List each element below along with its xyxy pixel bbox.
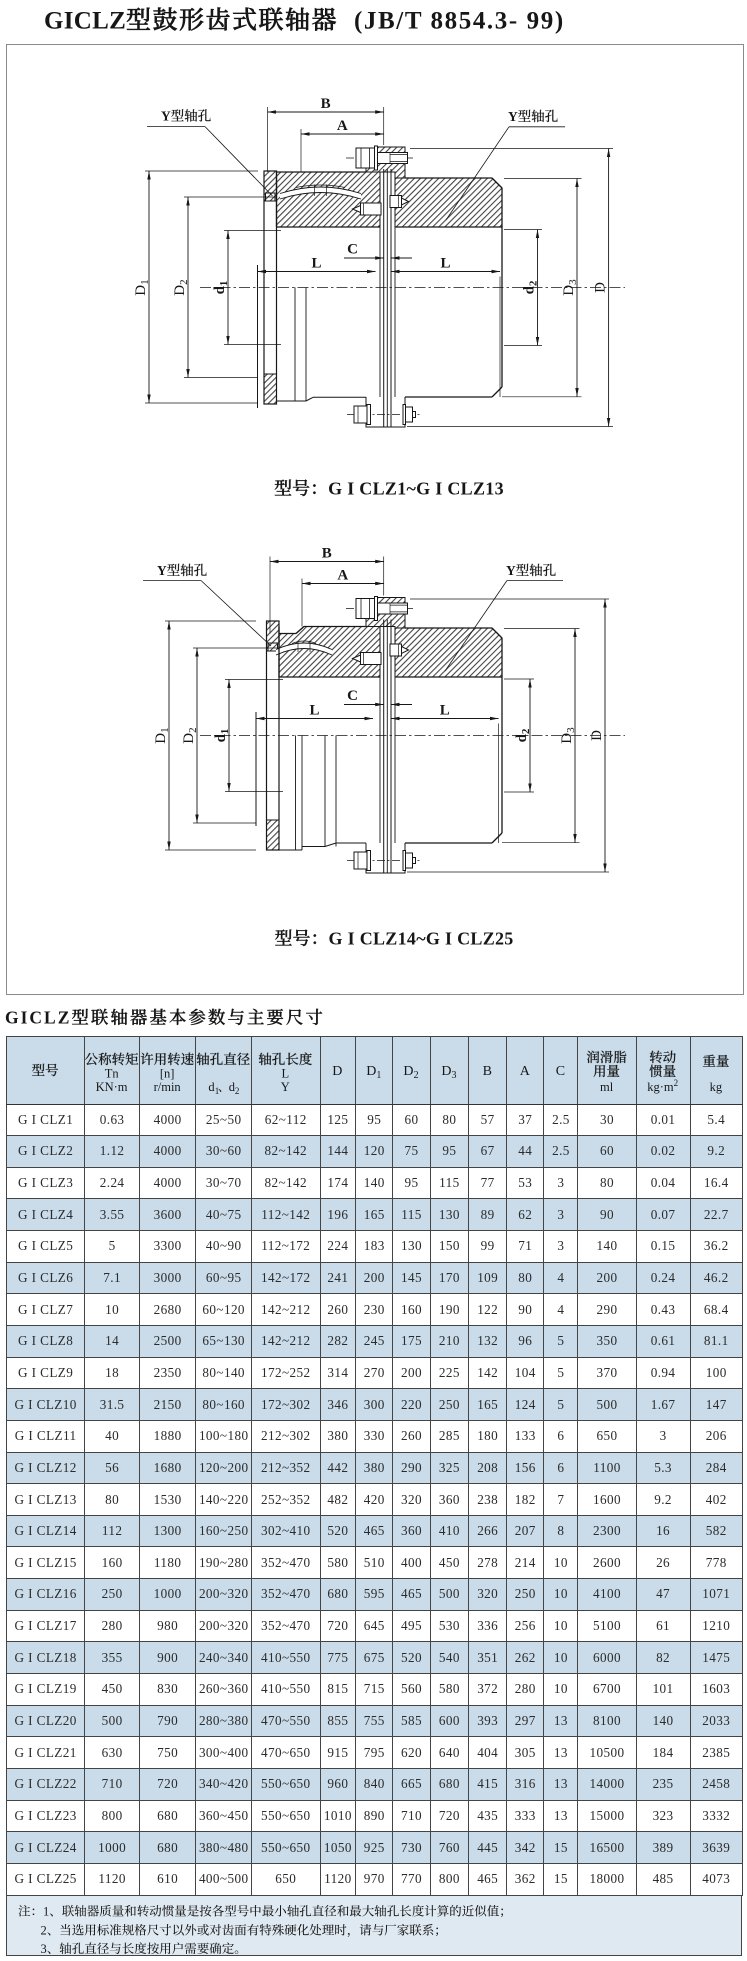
svg-text:(JB/T 8854.3- 99): (JB/T 8854.3- 99): [354, 8, 565, 35]
svg-text:GICLZ: GICLZ: [44, 8, 126, 35]
svg-text:GICLZ: GICLZ: [5, 1008, 71, 1028]
